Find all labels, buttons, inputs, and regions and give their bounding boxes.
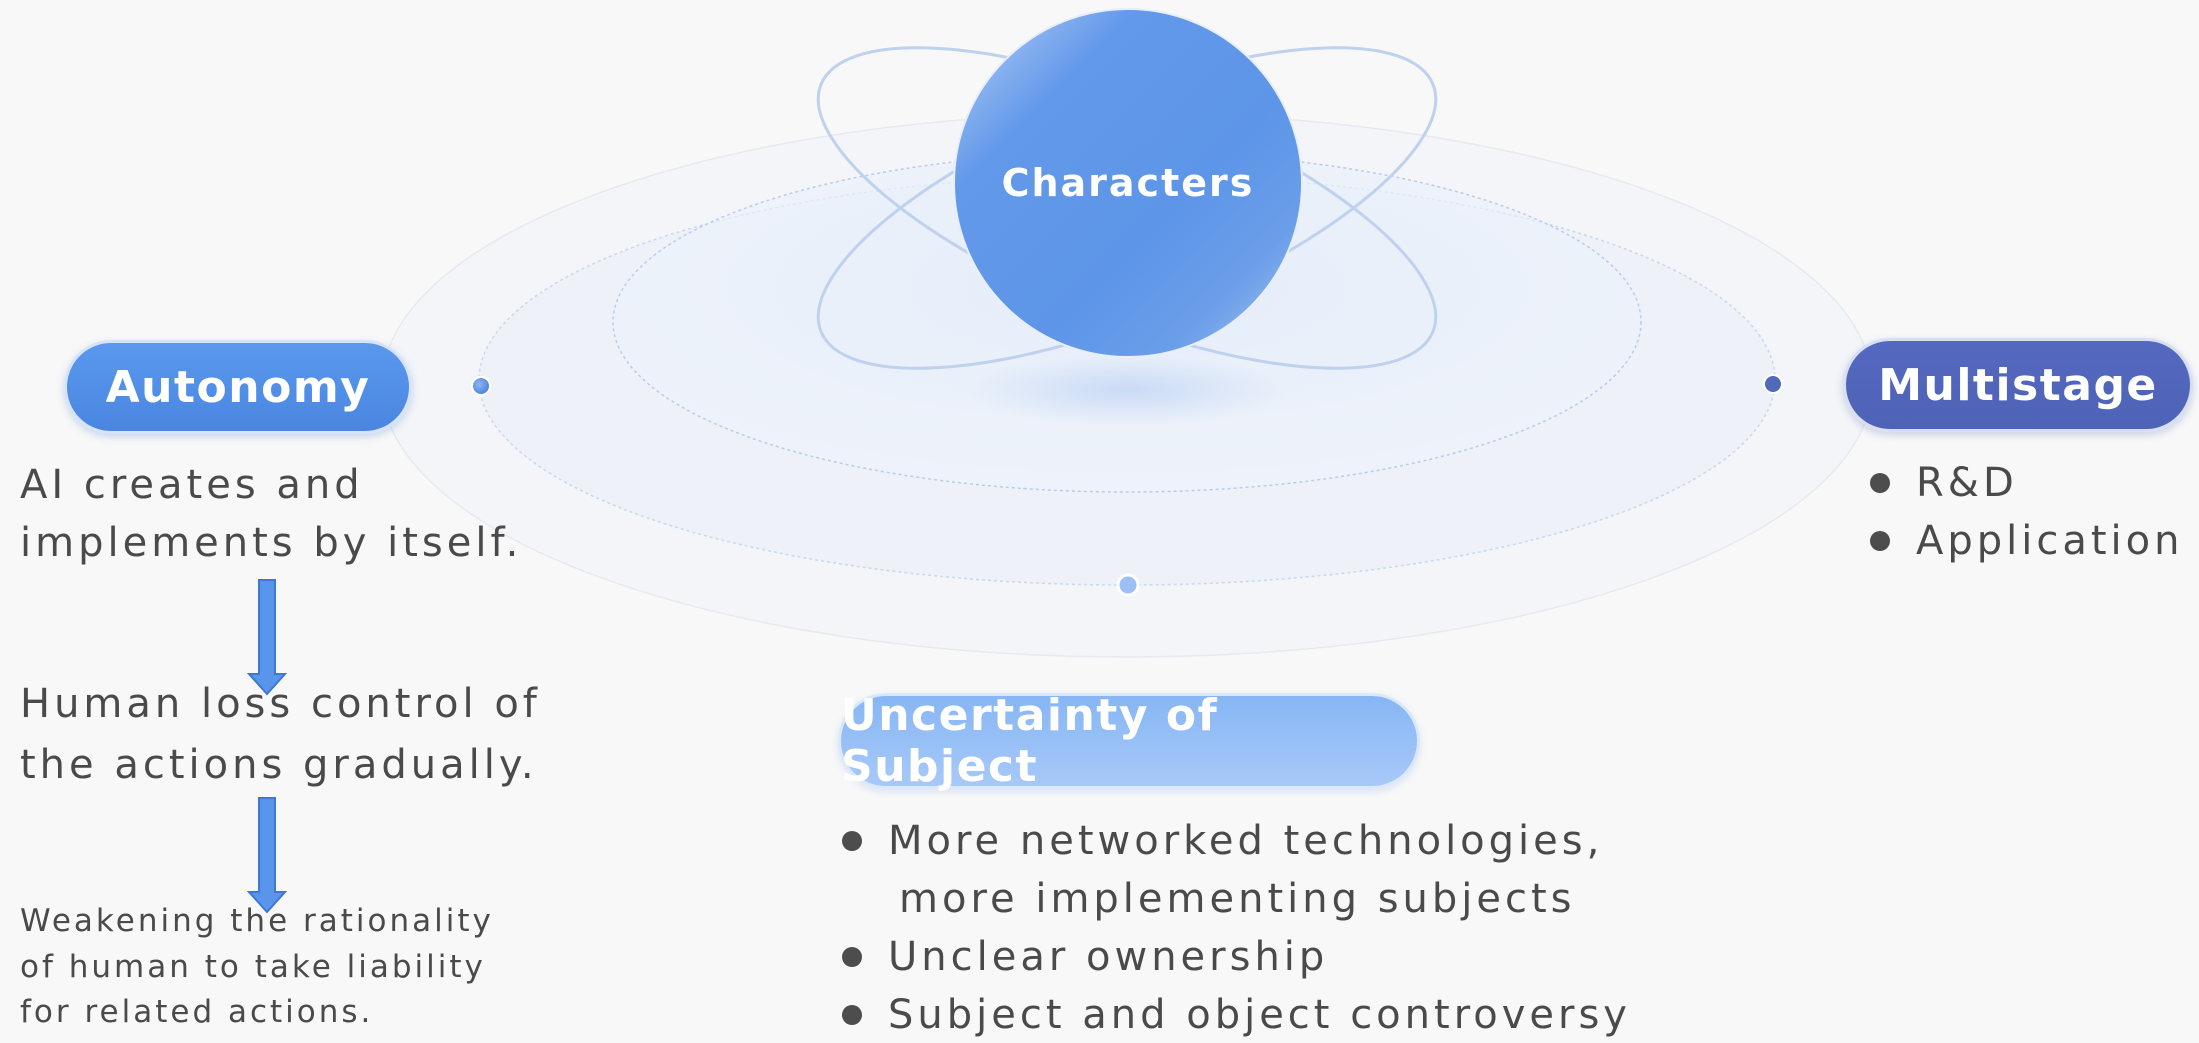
subject-item-label: Unclear ownership [888, 934, 1329, 980]
bullet-dot-icon [842, 947, 862, 967]
multistage-pill: Multistage [1843, 338, 2193, 432]
bullet-dot-icon [1870, 531, 1890, 551]
bullet-dot-icon [842, 831, 862, 851]
ball-shadow [967, 355, 1287, 425]
characters-title: Characters [1001, 161, 1255, 205]
multistage-item: R&D [1870, 460, 2018, 506]
subject-item: Subject and object controversy [842, 992, 1631, 1038]
uncertainty-subject-pill: Uncertainty of Subject [838, 690, 1420, 792]
subject-item-label: More networked technologies, [888, 818, 1604, 864]
autonomy-statement-line: AI creates and [20, 462, 364, 508]
bullet-dot-icon [842, 1005, 862, 1025]
subject-item-label: more implementing subjects [899, 876, 1576, 922]
down-arrow-icon [247, 797, 287, 914]
autonomy-statement-line: implements by itself. [20, 520, 523, 566]
node-right [1763, 374, 1783, 394]
subject-item-continuation: more implementing subjects [899, 876, 1576, 922]
characters-sphere: Characters [953, 8, 1303, 358]
multistage-item-label: Application [1916, 518, 2184, 564]
autonomy-result-line: of human to take liability [20, 949, 486, 985]
uncertainty-subject-title: Uncertainty of Subject [841, 690, 1219, 792]
down-arrow-icon [247, 579, 287, 696]
autonomy-title: Autonomy [105, 361, 371, 413]
autonomy-result-line: Weakening the rationality [20, 903, 494, 939]
subject-item: More networked technologies, [842, 818, 1603, 864]
node-left [471, 376, 491, 396]
subject-item-label: Subject and object controversy [888, 992, 1631, 1038]
autonomy-consequence-line: the actions gradually. [20, 742, 538, 788]
multistage-title: Multistage [1878, 359, 2158, 411]
multistage-item-label: R&D [1916, 460, 2018, 506]
multistage-item: Application [1870, 518, 2184, 564]
bullet-dot-icon [1870, 473, 1890, 493]
subject-item: Unclear ownership [842, 934, 1328, 980]
node-bottom [1116, 573, 1140, 597]
autonomy-result-line: for related actions. [20, 994, 374, 1030]
autonomy-pill: Autonomy [64, 340, 412, 434]
autonomy-consequence-line: Human loss control of [20, 681, 541, 727]
